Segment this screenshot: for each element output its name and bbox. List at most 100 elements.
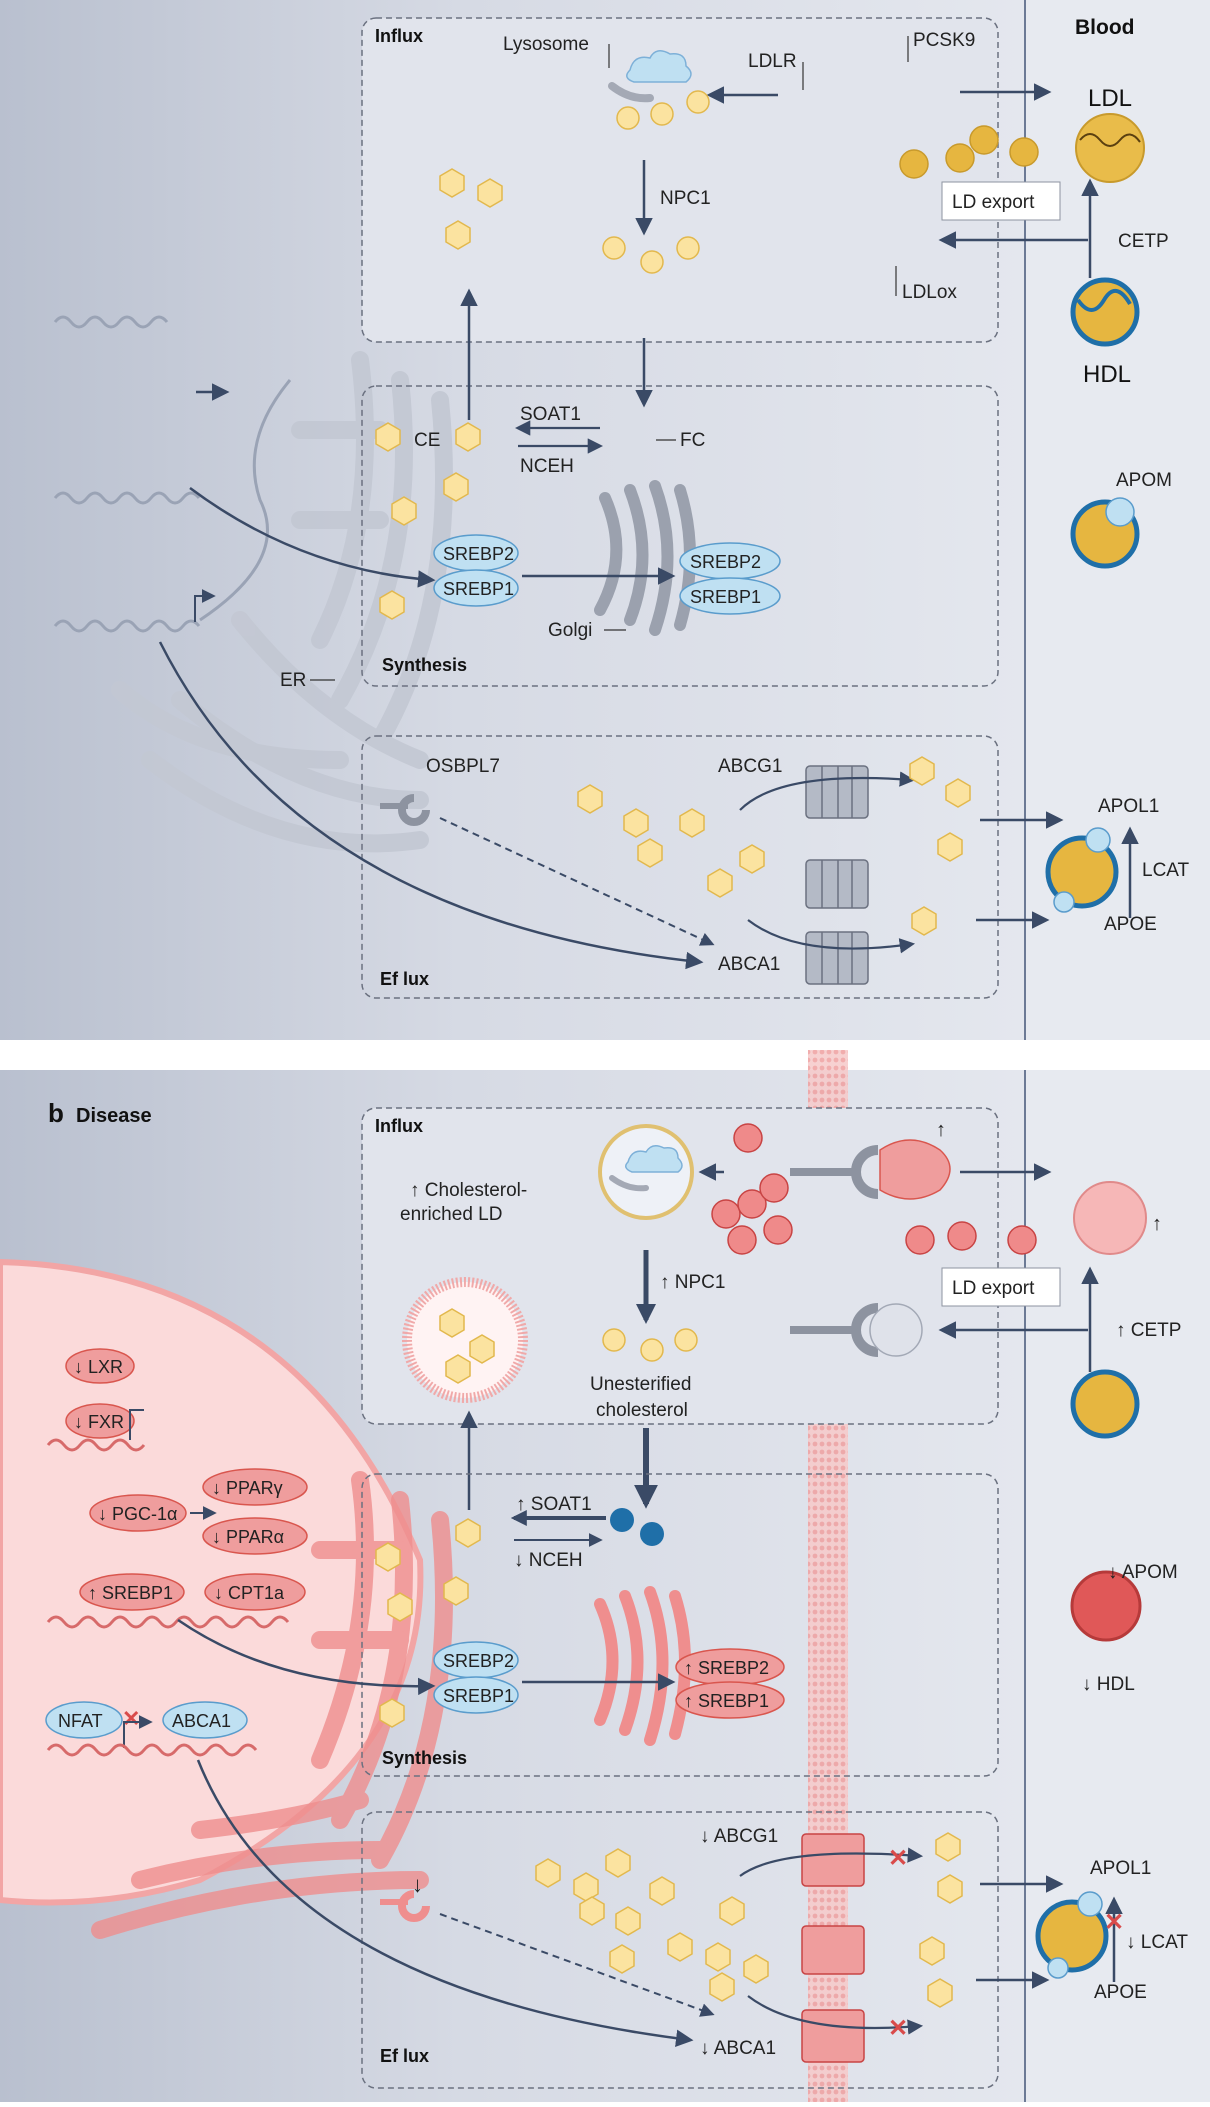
- scavenger-receptor-b: [790, 1303, 923, 1357]
- cholesterol-molecules-a: [375, 168, 971, 936]
- osbpl7-icon: [380, 794, 430, 826]
- srebp2-er-label-b: SREBP2: [443, 1651, 514, 1671]
- dna-disease-1: [46, 1438, 146, 1452]
- ppar-gamma-oval: [202, 1468, 308, 1506]
- lipid-droplet: [402, 1277, 528, 1403]
- osbpl7-dashed-arrow: [439, 817, 715, 946]
- ld-export-label: LD export: [952, 192, 1035, 213]
- ppar-gamma-label: ↓ PPARγ: [212, 1478, 283, 1498]
- synthesis-box-b: [361, 1473, 999, 1777]
- pgc1a-label: ↓ PGC-1α: [98, 1504, 177, 1524]
- cetp-label-b: ↑ CETP: [1116, 1320, 1181, 1341]
- nfat-block-x: ✕: [122, 1706, 140, 1731]
- nucleus-to-srebp-arrow: [177, 1618, 436, 1696]
- npc1-label-b: ↑ NPC1: [660, 1272, 725, 1293]
- ldlox-label: LDLox: [902, 282, 957, 303]
- ldlr-up-arrow: ↑: [936, 1119, 946, 1141]
- free-cholesterol-a: [602, 90, 710, 274]
- lysosome-label: Lysosome: [503, 34, 589, 55]
- cholesterol-ester-dots: [610, 1508, 664, 1546]
- soat1-label-b: ↑ SOAT1: [516, 1494, 592, 1515]
- influx-title-b: Influx: [375, 1116, 423, 1136]
- abca1-block-x: ✕: [888, 2015, 908, 2042]
- ppar-alpha-oval: [202, 1517, 308, 1555]
- ldl-particle-b: [1073, 1181, 1147, 1255]
- pcsk9-label: PCSK9: [913, 30, 975, 51]
- srebp1-golgi-b: [675, 1681, 785, 1719]
- dna-strands: [53, 315, 292, 633]
- lysosome-b: [598, 1124, 694, 1220]
- srebp1-golgi: [679, 577, 781, 615]
- ld-label-line2: enriched LD: [400, 1204, 502, 1225]
- unesterified-line2: cholesterol: [596, 1400, 688, 1421]
- efflux-box-b: [361, 1811, 999, 2089]
- tss-arrow-b2: [123, 1715, 153, 1748]
- apoe-label-b: APOE: [1094, 1982, 1147, 2003]
- panel-b-letter: b: [48, 1098, 64, 1128]
- mid-transporter: [805, 859, 869, 909]
- srebp2-golgi-label: SREBP2: [690, 552, 761, 572]
- golgi-label: Golgi: [548, 620, 592, 641]
- abcg1-transporter: [805, 765, 869, 819]
- lysosome-icon: [608, 50, 692, 103]
- osbpl7-label: OSBPL7: [426, 756, 500, 777]
- influx-box: [361, 17, 999, 343]
- hdl-particle-b: [1070, 1369, 1140, 1439]
- ld-export-label-b: LD export: [952, 1278, 1035, 1299]
- soat1-label: SOAT1: [520, 404, 581, 425]
- apoe-label: APOE: [1104, 914, 1157, 935]
- lcat-label-b: ↓ LCAT: [1126, 1932, 1188, 1953]
- srebp1-er: [433, 569, 519, 607]
- srebp1-golgi-label-b: ↑ SREBP1: [684, 1691, 769, 1711]
- lxr-oval: [65, 1348, 135, 1384]
- nucleus-to-abca1-arrow: [196, 1759, 694, 2047]
- synthesis-title-b: Synthesis: [382, 1748, 467, 1768]
- mid-transporter-b: [801, 1925, 865, 1975]
- ldl-label: LDL: [1088, 85, 1132, 112]
- osbpl7-dashed-arrow-b: [439, 1913, 715, 2017]
- hdl-particle: [1070, 277, 1140, 347]
- nceh-label-b: ↓ NCEH: [514, 1550, 583, 1571]
- osbpl7-icon-b: [380, 1890, 430, 1922]
- dna-disease-2: [46, 1615, 290, 1629]
- er-membranes-disease: [91, 1471, 453, 1939]
- abcg1-label: ABCG1: [718, 756, 782, 777]
- nceh-label: NCEH: [520, 456, 574, 477]
- srebp1-golgi-label: SREBP1: [690, 587, 761, 607]
- abca1-transporter: [805, 931, 869, 985]
- srebp1-nucleus-label: ↑ SREBP1: [88, 1583, 173, 1603]
- hdl-label: HDL: [1083, 361, 1131, 388]
- efflux-hdl-particle-b: [1035, 1891, 1109, 1979]
- abcg1-label-b: ↓ ABCG1: [700, 1826, 778, 1847]
- nfat-label: NFAT: [58, 1711, 103, 1731]
- free-cholesterol-b: [602, 1328, 698, 1362]
- dna-disease-3: [46, 1743, 258, 1757]
- srebp1-er-label: SREBP1: [443, 579, 514, 599]
- npc1-label: NPC1: [660, 188, 711, 209]
- synthesis-title: Synthesis: [382, 655, 467, 675]
- abca1-arrow: [747, 919, 916, 954]
- ldl-up-arrow-b: ↑: [1152, 1213, 1162, 1235]
- abcg1-transporter-b: [801, 1833, 865, 1887]
- efflux-hdl-particle: [1045, 827, 1119, 913]
- ce-label: CE: [414, 430, 440, 451]
- ldl-particle: [1075, 113, 1145, 183]
- blood-label: Blood: [1075, 16, 1134, 39]
- apom-hdl-particle-b: [1070, 1570, 1142, 1642]
- cetp-label: CETP: [1118, 231, 1169, 252]
- panel-divider: [40, 1042, 1210, 1070]
- abca1-transporter-b: [801, 2009, 865, 2063]
- exported-ldl-particles: [899, 125, 1039, 179]
- abcg1-block-x: ✕: [888, 1845, 908, 1872]
- abcg1-arrow: [739, 771, 916, 811]
- srebp1-er-label-b: SREBP1: [443, 1686, 514, 1706]
- nfat-oval: [45, 1701, 123, 1739]
- panel-a: Blood ER Influx Lysosome LDLR: [0, 0, 1210, 1040]
- cpt1a-label: ↓ CPT1a: [214, 1583, 285, 1603]
- cholesterol-molecules-b: [375, 1518, 963, 2008]
- srebp2-er-label: SREBP2: [443, 544, 514, 564]
- tss-arrow-b1: [129, 1409, 144, 1440]
- unesterified-line1: Unesterified: [590, 1374, 691, 1395]
- ld-label-line1: ↑ Cholesterol-: [410, 1180, 527, 1201]
- efflux-title: Ef lux: [380, 969, 429, 989]
